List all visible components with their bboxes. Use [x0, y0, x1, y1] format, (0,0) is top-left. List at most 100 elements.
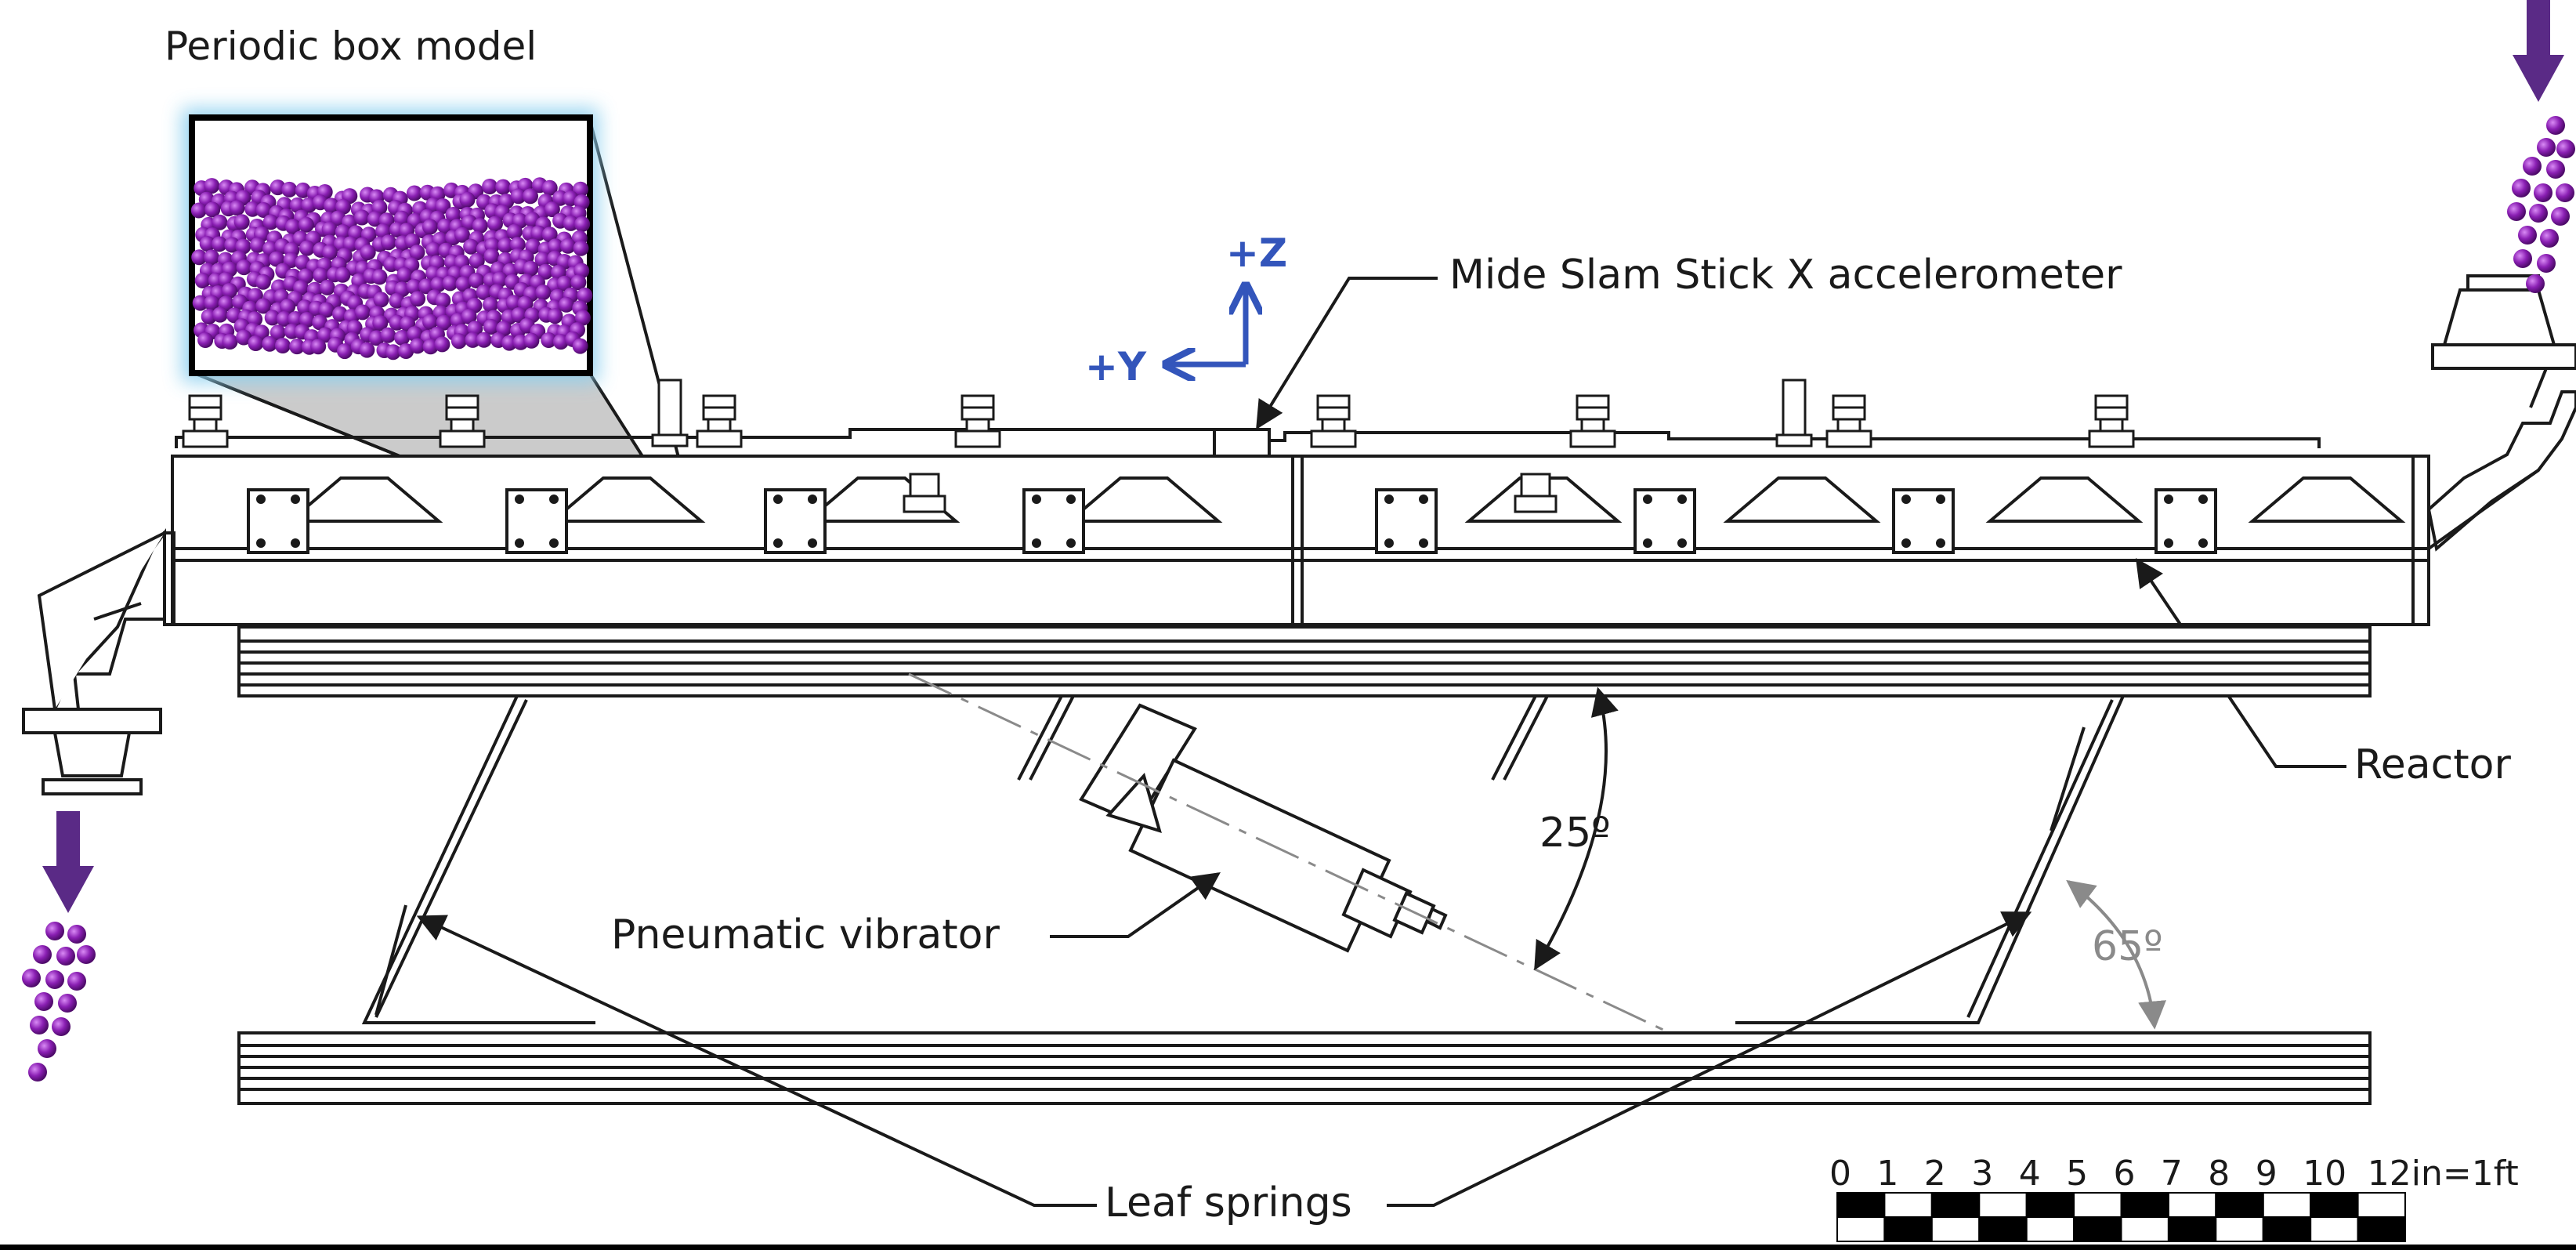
- particle: [541, 179, 558, 196]
- scale-cell: [1883, 1192, 1933, 1218]
- particle: [436, 314, 452, 331]
- particle: [2529, 204, 2548, 223]
- particle: [249, 237, 266, 253]
- particle: [2537, 138, 2556, 157]
- periodic-box-model-title: Periodic box model: [165, 24, 537, 69]
- particle: [389, 292, 405, 309]
- particle: [577, 287, 593, 303]
- particle: [463, 238, 479, 255]
- particle: [236, 259, 252, 276]
- particle: [67, 925, 86, 944]
- particle: [2523, 157, 2542, 176]
- particle: [337, 343, 353, 360]
- particle: [38, 1039, 56, 1058]
- particle: [459, 191, 476, 208]
- reactor-label: Reactor: [2354, 741, 2511, 788]
- particle: [534, 252, 551, 268]
- particle: [233, 214, 250, 230]
- scale-cell: [1930, 1192, 1981, 1218]
- scale-cell: [2262, 1216, 2312, 1242]
- y-axis-label: +Y: [1085, 344, 1147, 389]
- scale-cell: [2167, 1216, 2217, 1242]
- particle: [385, 344, 401, 361]
- particle: [45, 970, 64, 989]
- particle: [2546, 160, 2565, 179]
- particle: [406, 185, 422, 201]
- scale-cell: [2357, 1216, 2407, 1242]
- outlet-particles: [22, 922, 96, 1082]
- particle: [321, 221, 338, 237]
- particle: [274, 338, 291, 353]
- particle: [367, 211, 383, 227]
- reactor-window: [2248, 476, 2406, 523]
- particle: [510, 188, 526, 205]
- scale-tick-label: 3: [1971, 1154, 1993, 1194]
- particle: [406, 278, 422, 295]
- particle: [437, 218, 454, 234]
- particle: [197, 332, 214, 348]
- particle: [560, 237, 576, 254]
- scale-cell: [1836, 1216, 1886, 1242]
- particle: [506, 223, 523, 240]
- particle: [523, 188, 538, 205]
- particle: [354, 304, 371, 321]
- scale-cell: [2310, 1192, 2359, 1218]
- particle: [547, 308, 563, 324]
- scale-tick-label: 1: [1876, 1154, 1898, 1194]
- particle: [226, 307, 243, 324]
- particle: [67, 972, 86, 991]
- particle: [299, 240, 315, 256]
- scale-cell: [2357, 1192, 2407, 1218]
- leaf-springs-leader-right: [1387, 911, 2032, 1207]
- scale-tick-label: 0: [1829, 1154, 1851, 1194]
- particle: [235, 238, 251, 255]
- scale-cell: [1836, 1192, 1886, 1218]
- particle: [487, 216, 503, 232]
- particle: [410, 291, 426, 307]
- particle: [281, 181, 298, 197]
- particle: [422, 313, 439, 330]
- particle: [483, 319, 499, 335]
- reactor-window: [1985, 476, 2144, 523]
- particle: [255, 202, 272, 218]
- particle: [2556, 139, 2575, 158]
- scale-cell: [2073, 1192, 2122, 1218]
- particle: [297, 299, 313, 316]
- post: [1782, 379, 1807, 437]
- post: [657, 379, 682, 437]
- scale-unit-label: 12in=1ft: [2368, 1154, 2519, 1194]
- particle: [319, 279, 335, 295]
- angle-25-arc: [1534, 687, 1619, 971]
- pneumatic-vibrator-leader: [1050, 871, 1221, 938]
- particle: [22, 969, 41, 987]
- particle: [2513, 249, 2532, 268]
- scale-cell: [2215, 1216, 2264, 1242]
- upper-rail: [237, 625, 2372, 697]
- scale-cell: [2025, 1216, 2075, 1242]
- particle: [190, 202, 207, 219]
- particle: [255, 298, 272, 314]
- particle: [465, 332, 481, 348]
- particle: [244, 201, 261, 217]
- particle: [346, 320, 363, 336]
- particle: [461, 308, 477, 324]
- leaf-springs: [361, 694, 2125, 1024]
- particle: [442, 275, 458, 292]
- angle-65-label: 65º: [2092, 923, 2163, 970]
- particle: [563, 215, 579, 231]
- particle: [517, 295, 534, 312]
- particle: [204, 201, 221, 218]
- particle: [495, 179, 512, 195]
- particle: [2546, 116, 2565, 135]
- vibrator-axis: [908, 672, 1666, 1032]
- scale-cell: [1930, 1216, 1981, 1242]
- particle: [204, 249, 220, 266]
- particle: [409, 338, 425, 354]
- particle: [505, 295, 522, 311]
- particle: [269, 251, 285, 267]
- particle: [455, 276, 472, 292]
- particle: [335, 224, 351, 240]
- particle: [255, 274, 271, 290]
- particle: [425, 241, 442, 258]
- particle: [373, 292, 389, 308]
